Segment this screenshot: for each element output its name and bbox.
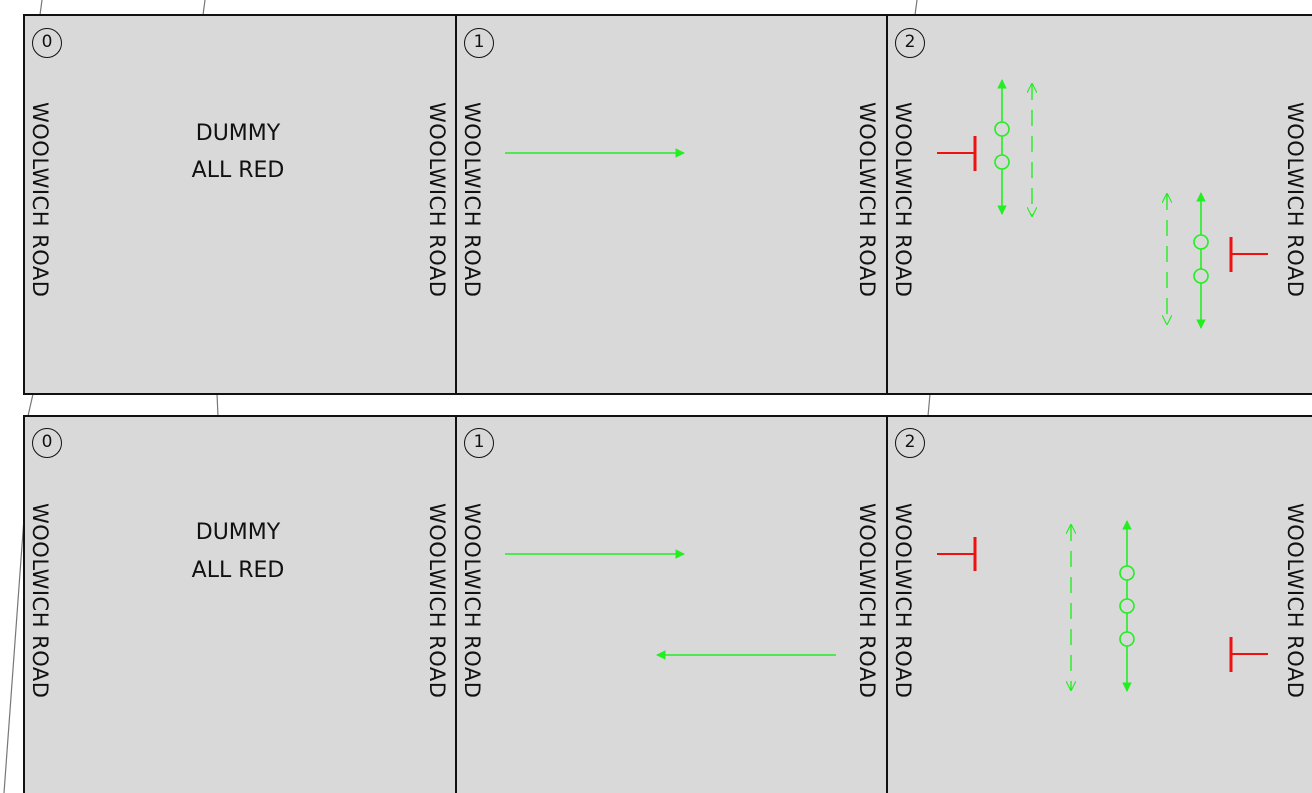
road-label: WOOLWICH ROAD xyxy=(855,503,879,699)
road-label: WOOLWICH ROAD xyxy=(425,102,449,298)
dummy-label-line1: DUMMY xyxy=(195,121,281,146)
road-label: WOOLWICH ROAD xyxy=(1283,102,1307,298)
stage-panel-row2-stage0 xyxy=(24,416,456,793)
pedestrian-crossing-west xyxy=(994,79,1032,216)
leader-line xyxy=(39,0,43,16)
leader-line xyxy=(202,0,206,16)
stage-number-badge: 1 xyxy=(464,428,494,458)
leader-line xyxy=(27,393,34,417)
pedestrian-crossing-straight xyxy=(1071,520,1135,692)
dummy-label-line2: ALL RED xyxy=(191,558,285,583)
road-label: WOOLWICH ROAD xyxy=(460,503,484,699)
road-label: WOOLWICH ROAD xyxy=(425,503,449,699)
leader-line xyxy=(3,517,25,793)
road-label: WOOLWICH ROAD xyxy=(1283,503,1307,699)
stage-panel-row1-stage0 xyxy=(24,15,456,394)
stage-number-badge: 2 xyxy=(895,428,925,458)
stop-bar-west xyxy=(937,136,977,171)
stop-bar-west xyxy=(937,537,977,571)
stop-bar-east xyxy=(1229,637,1268,672)
road-label: WOOLWICH ROAD xyxy=(460,102,484,298)
stage-number-badge: 2 xyxy=(895,28,925,58)
stage-panel-row2-stage1 xyxy=(456,416,887,793)
stage-panel-row1-stage1 xyxy=(456,15,887,394)
stage-number-badge: 0 xyxy=(32,28,62,58)
leader-line xyxy=(216,393,219,417)
road-label: WOOLWICH ROAD xyxy=(891,503,915,699)
road-label: WOOLWICH ROAD xyxy=(28,503,52,699)
stage-panel-row2-stage2 xyxy=(887,416,1312,793)
dummy-label-line1: DUMMY xyxy=(195,520,281,545)
road-label: WOOLWICH ROAD xyxy=(855,102,879,298)
stage-number-badge: 1 xyxy=(464,28,494,58)
leader-line xyxy=(927,393,931,417)
stage-number-badge: 0 xyxy=(32,428,62,458)
leader-lines xyxy=(3,0,931,793)
stop-bar-east xyxy=(1229,237,1268,272)
panel-borders xyxy=(23,14,1312,793)
dummy-label-line2: ALL RED xyxy=(191,158,285,183)
road-label: WOOLWICH ROAD xyxy=(28,102,52,298)
road-label: WOOLWICH ROAD xyxy=(891,102,915,298)
stage-panel-row1-stage2 xyxy=(887,15,1312,394)
pedestrian-crossing-east xyxy=(1167,192,1209,329)
leader-line xyxy=(914,0,918,16)
